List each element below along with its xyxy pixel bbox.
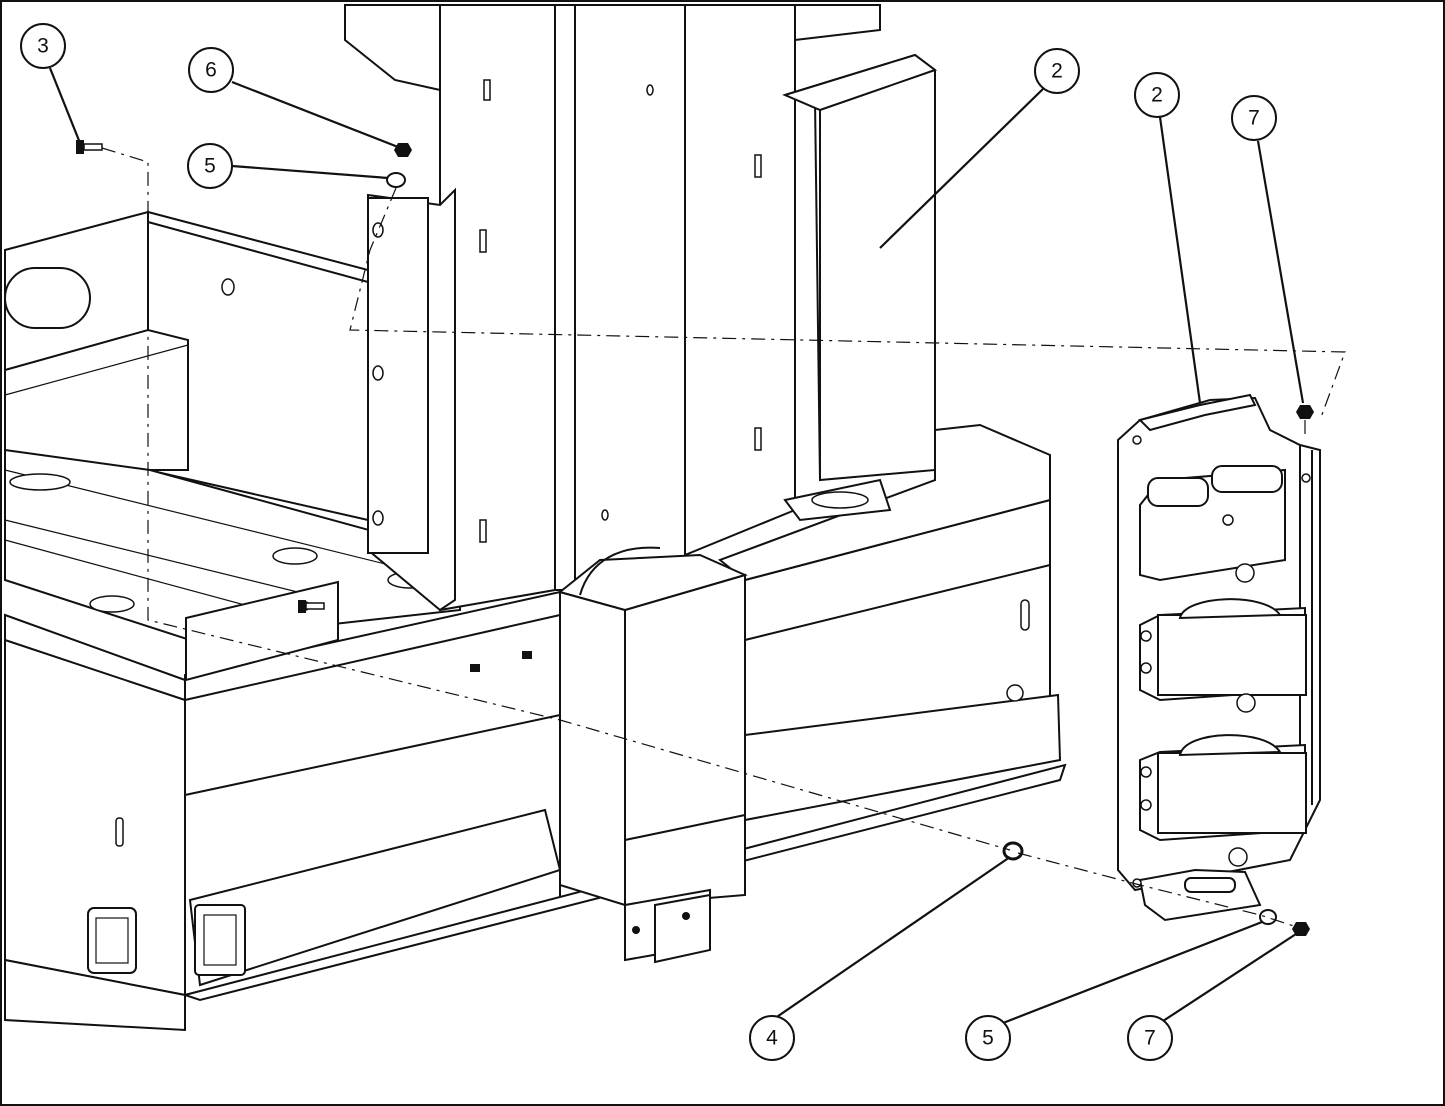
callout-2-right: 2 xyxy=(1134,72,1180,118)
callout-2-center: 2 xyxy=(1034,48,1080,94)
callout-4-bottom: 4 xyxy=(749,1015,795,1061)
center-column xyxy=(344,4,938,964)
callout-7-bottom: 7 xyxy=(1127,1015,1173,1061)
svg-text:4: 4 xyxy=(766,1027,778,1050)
centerlines xyxy=(101,147,1346,929)
svg-text:5: 5 xyxy=(982,1027,994,1050)
nut-6 xyxy=(394,143,412,157)
nut-7-top xyxy=(1296,405,1314,419)
screw-3 xyxy=(76,140,103,154)
screw-bracket xyxy=(298,600,325,613)
svg-text:2: 2 xyxy=(1051,60,1063,83)
svg-text:2: 2 xyxy=(1151,84,1163,107)
callout-3-top-left: 3 xyxy=(20,23,66,69)
callout-6-top: 6 xyxy=(188,47,234,93)
washer-4 xyxy=(1002,841,1024,861)
hardware xyxy=(76,140,1314,936)
callout-5-top: 5 xyxy=(187,143,233,189)
washer-5-top xyxy=(386,172,406,188)
svg-text:7: 7 xyxy=(1248,107,1260,130)
nut-7-bottom xyxy=(1292,922,1310,936)
leaders xyxy=(48,67,1305,1025)
base-frame xyxy=(4,210,1067,1032)
callout-5-bottom: 5 xyxy=(965,1015,1011,1061)
svg-text:5: 5 xyxy=(204,155,216,178)
washer-5-bottom xyxy=(1259,909,1277,925)
svg-text:7: 7 xyxy=(1144,1027,1156,1050)
callout-7-top-right: 7 xyxy=(1231,95,1277,141)
svg-text:3: 3 xyxy=(37,35,49,58)
svg-text:6: 6 xyxy=(205,59,217,82)
transformer-panel xyxy=(1117,393,1321,922)
